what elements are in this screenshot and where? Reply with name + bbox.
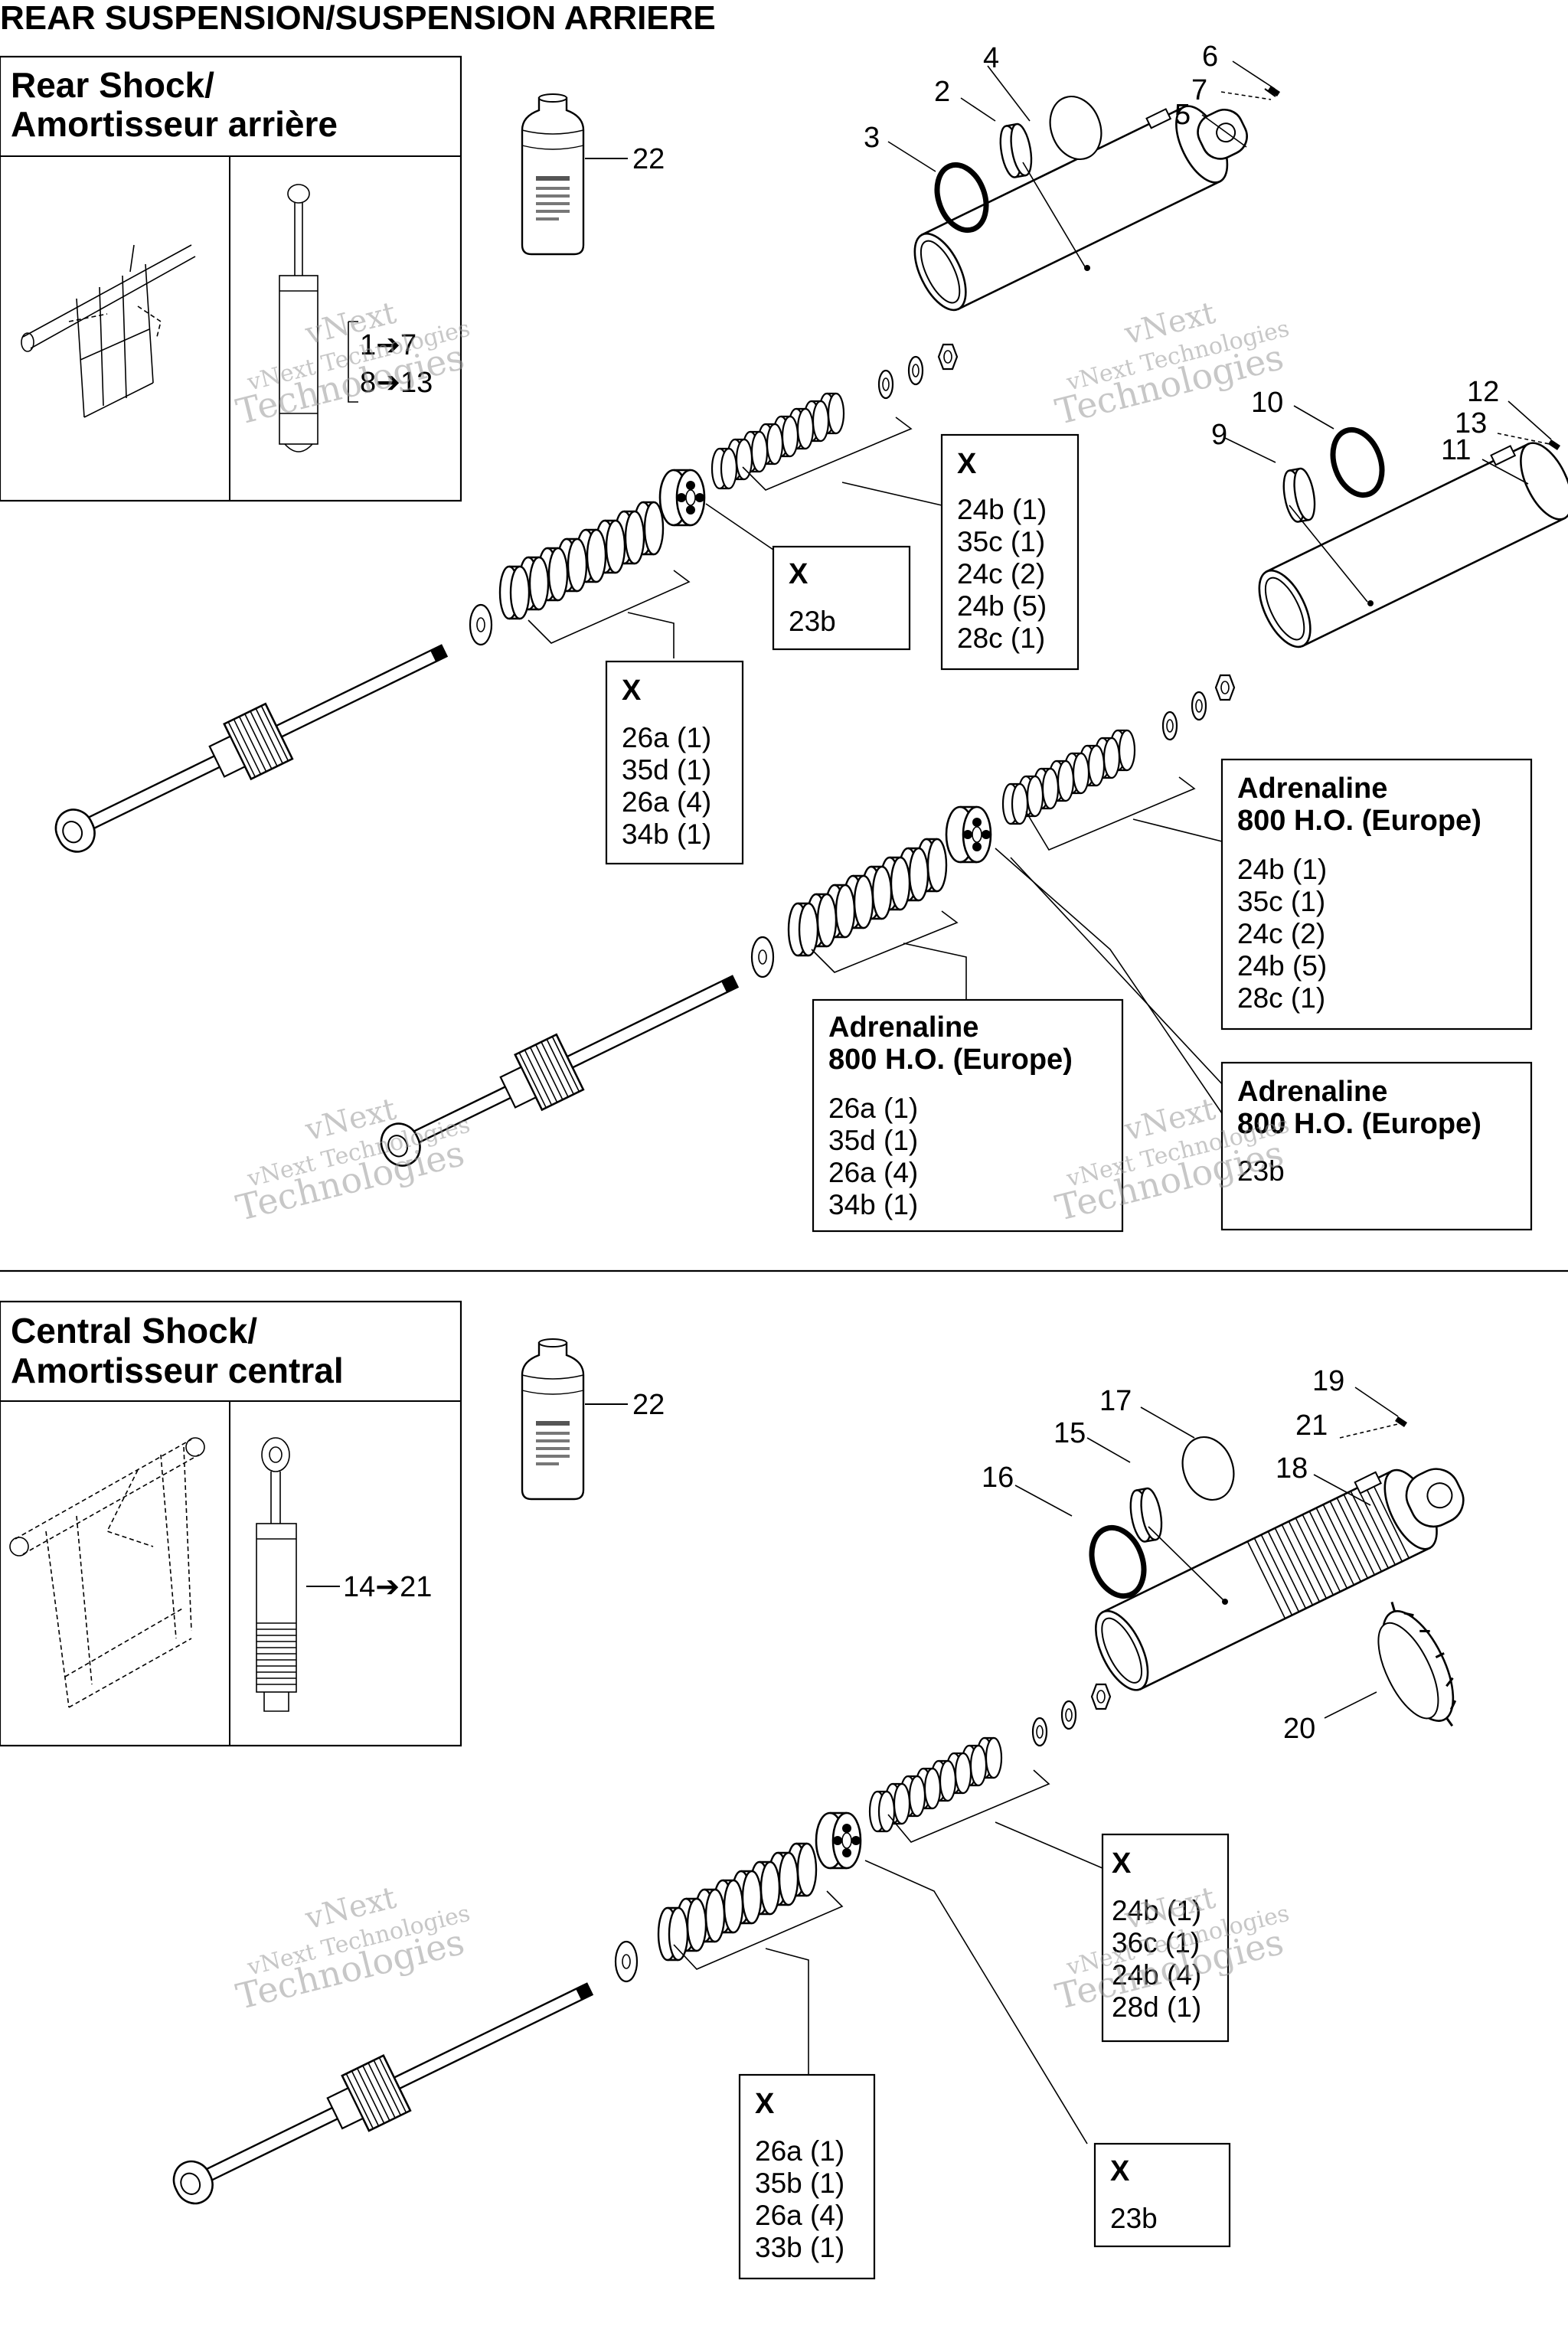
- rear-shock-section: Rear Shock/ Amortisseur arrière 1➔7 8➔13…: [0, 41, 1568, 1233]
- svg-text:24c (2): 24c (2): [957, 558, 1045, 590]
- svg-text:24b (4): 24b (4): [1112, 1959, 1201, 1991]
- rear-box-adrenaline-piston: Adrenaline 800 H.O. (Europe) 23b: [1220, 1061, 1533, 1231]
- svg-text:28d (1): 28d (1): [1112, 1991, 1201, 2023]
- svg-text:800 H.O. (Europe): 800 H.O. (Europe): [1237, 1108, 1481, 1140]
- svg-text:24b (5): 24b (5): [957, 590, 1047, 622]
- rear-section-title-fr: Amortisseur arrière: [11, 104, 338, 144]
- central-shock-section: Central Shock/ Amortisseur central 14➔21…: [0, 1300, 1465, 2280]
- svg-text:35d (1): 35d (1): [828, 1125, 918, 1156]
- rear-callout-10: 10: [1251, 387, 1283, 419]
- svg-text:Adrenaline: Adrenaline: [1237, 773, 1387, 805]
- rear-callout-3: 3: [864, 122, 880, 154]
- svg-text:34b (1): 34b (1): [828, 1189, 918, 1220]
- rear-callout-9: 9: [1211, 419, 1227, 451]
- central-callout-22: 22: [632, 1389, 665, 1421]
- central-callout-18: 18: [1276, 1452, 1308, 1485]
- svg-text:23b: 23b: [789, 606, 836, 637]
- svg-text:35b (1): 35b (1): [755, 2167, 844, 2199]
- svg-text:26a (1): 26a (1): [755, 2135, 844, 2167]
- svg-text:X: X: [789, 558, 808, 590]
- shim-stack-lower: [498, 501, 665, 620]
- svg-text:23b: 23b: [1110, 2203, 1158, 2234]
- rear-callout-12: 12: [1467, 376, 1499, 408]
- rear-shock-thumbnail: [279, 184, 318, 452]
- svg-text:26a (1): 26a (1): [828, 1093, 918, 1124]
- rear-suspension-frame-sketch: [21, 244, 196, 418]
- svg-text:34b (1): 34b (1): [622, 818, 711, 850]
- piston-part: [658, 469, 706, 527]
- central-callout-20: 20: [1283, 1713, 1315, 1745]
- rear-shock-assembly-1: [54, 86, 1280, 853]
- central-callout-19: 19: [1312, 1365, 1344, 1397]
- svg-text:X: X: [1110, 2155, 1130, 2187]
- rear-box-x-lower: X 26a (1) 35d (1) 26a (4) 34b (1): [605, 660, 744, 865]
- svg-text:35c (1): 35c (1): [957, 526, 1045, 557]
- svg-text:24b (1): 24b (1): [957, 494, 1047, 525]
- rear-box-adrenaline-upper: Adrenaline 800 H.O. (Europe) 24b (1) 35c…: [1220, 758, 1533, 1031]
- rear-box-x-piston: X 23b: [772, 545, 911, 651]
- oil-bottle-icon: [521, 1338, 585, 1501]
- rear-callout-13: 13: [1455, 407, 1487, 439]
- central-callout-15: 15: [1054, 1417, 1086, 1449]
- svg-text:24c (2): 24c (2): [1237, 918, 1325, 949]
- central-shock-thumbnail: [256, 1437, 297, 1712]
- svg-text:Adrenaline: Adrenaline: [828, 1011, 978, 1044]
- rear-box-adrenaline-lower: Adrenaline 800 H.O. (Europe) 26a (1) 35d…: [812, 998, 1124, 1233]
- svg-text:23b: 23b: [1237, 1155, 1285, 1187]
- svg-text:35d (1): 35d (1): [622, 754, 711, 786]
- svg-text:X: X: [1112, 1847, 1132, 1880]
- rear-thumb-callout-a: 1➔7: [360, 329, 416, 361]
- svg-text:26a (4): 26a (4): [622, 786, 711, 818]
- svg-text:24b (5): 24b (5): [1237, 950, 1327, 982]
- svg-text:35c (1): 35c (1): [1237, 886, 1325, 917]
- svg-text:26a (4): 26a (4): [828, 1157, 918, 1188]
- rear-callout-2: 2: [934, 76, 950, 108]
- central-section-title-fr: Amortisseur central: [11, 1351, 344, 1390]
- svg-text:24b (1): 24b (1): [1237, 854, 1327, 885]
- central-callout-16: 16: [982, 1462, 1014, 1494]
- central-thumb-callout: 14➔21: [343, 1571, 432, 1603]
- rear-box-x-upper: X 24b (1) 35c (1) 24c (2) 24b (5) 28c (1…: [940, 433, 1080, 671]
- rear-shock-assembly-2: [380, 426, 1568, 1167]
- svg-text:33b (1): 33b (1): [755, 2232, 844, 2263]
- svg-text:26a (4): 26a (4): [755, 2200, 844, 2231]
- rear-callout-4: 4: [983, 42, 999, 74]
- rear-callout-5: 5: [1174, 99, 1191, 131]
- svg-text:800 H.O. (Europe): 800 H.O. (Europe): [828, 1044, 1073, 1076]
- oil-bottle-icon: [521, 93, 585, 256]
- svg-text:24b (1): 24b (1): [1112, 1895, 1201, 1926]
- rear-section-title-en: Rear Shock/: [11, 65, 214, 105]
- shim-stack-upper: [710, 392, 845, 490]
- central-box-x-upper: X 24b (1) 36c (1) 24b (4) 28d (1): [1101, 1833, 1230, 2043]
- svg-text:X: X: [957, 448, 977, 480]
- central-callout-17: 17: [1099, 1385, 1132, 1417]
- rear-callout-22: 22: [632, 143, 665, 175]
- rear-callout-11: 11: [1441, 434, 1471, 466]
- central-section-title-en: Central Shock/: [11, 1311, 257, 1351]
- central-box-x-lower: X 26a (1) 35b (1) 26a (4) 33b (1): [738, 2073, 876, 2280]
- svg-text:X: X: [622, 675, 642, 707]
- svg-text:X: X: [755, 2088, 775, 2120]
- central-box-x-piston: X 23b: [1093, 2142, 1231, 2248]
- svg-text:28c (1): 28c (1): [1237, 982, 1325, 1014]
- svg-text:26a (1): 26a (1): [622, 722, 711, 753]
- svg-text:36c (1): 36c (1): [1112, 1927, 1200, 1958]
- central-suspension-frame-sketch: [9, 1437, 205, 1708]
- page-title: REAR SUSPENSION/SUSPENSION ARRIERE: [0, 0, 716, 37]
- svg-text:800 H.O. (Europe): 800 H.O. (Europe): [1237, 805, 1481, 837]
- svg-text:Adrenaline: Adrenaline: [1237, 1076, 1387, 1108]
- rear-callout-7: 7: [1191, 74, 1207, 106]
- central-shock-assembly: [172, 1416, 1465, 2205]
- svg-text:28c (1): 28c (1): [957, 622, 1045, 654]
- rear-callout-6: 6: [1202, 41, 1218, 73]
- rear-thumb-callout-b: 8➔13: [360, 367, 433, 399]
- central-callout-21: 21: [1295, 1410, 1328, 1442]
- reservoir-cap-part: [996, 121, 1036, 180]
